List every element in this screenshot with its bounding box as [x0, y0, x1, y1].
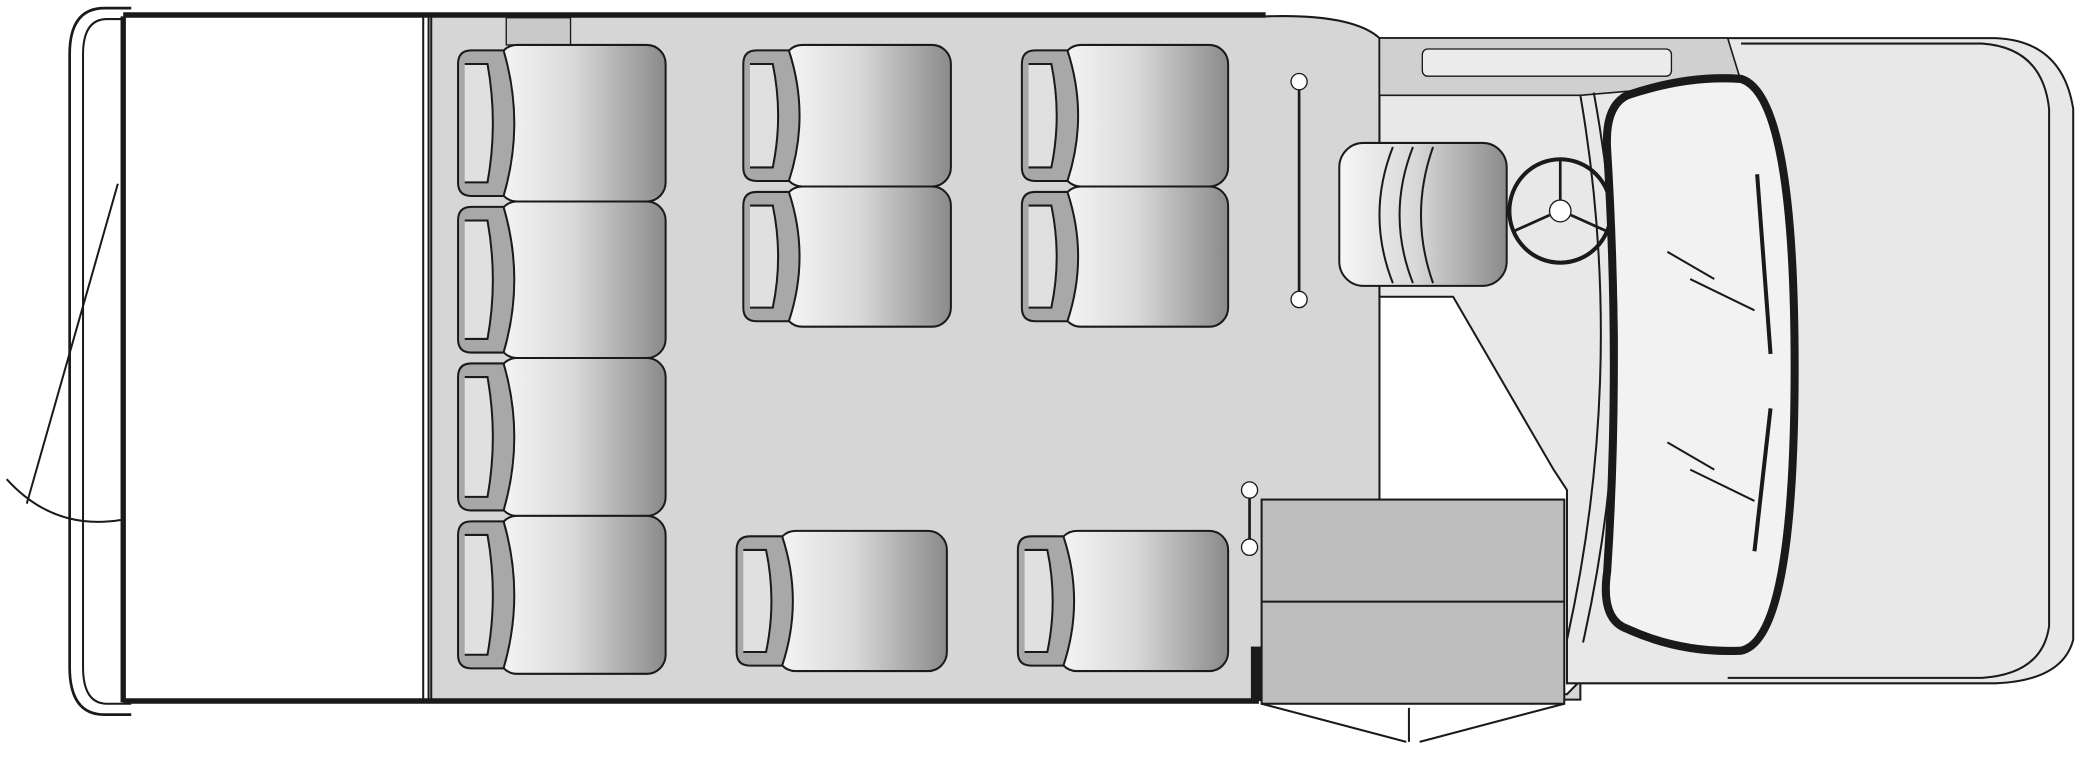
passenger-seat[interactable]: [457, 356, 667, 517]
rear-bumper: [68, 6, 132, 716]
passenger-seat[interactable]: [1016, 529, 1230, 673]
rear-door-arc: [5, 478, 121, 523]
rear-bumper-inner: [82, 18, 132, 705]
glass-reflection-marks: [1666, 250, 1755, 502]
rear-door-swing: [25, 183, 119, 504]
wiper-top: [1755, 174, 1773, 355]
dash-curve-2: [1582, 92, 1618, 643]
passenger-seat[interactable]: [457, 514, 667, 675]
windshield: [1601, 74, 1799, 656]
passenger-seat[interactable]: [1020, 43, 1230, 188]
entry-step: [1250, 498, 1566, 705]
passenger-seat[interactable]: [742, 185, 952, 328]
driver-seat-back: [1378, 146, 1434, 284]
rear-cargo-area: [123, 16, 429, 700]
passenger-seat[interactable]: [735, 529, 948, 673]
wiper-bottom: [1752, 408, 1773, 552]
passenger-seats: [457, 43, 1230, 675]
passenger-seat[interactable]: [1020, 185, 1230, 328]
driver-seat[interactable]: [1338, 141, 1508, 287]
hood: [1727, 42, 2051, 679]
grab-bar-left: [1290, 72, 1308, 309]
dash-vent: [1421, 48, 1673, 77]
entry-door-swing: [1261, 702, 1565, 743]
passenger-seat[interactable]: [742, 43, 952, 188]
grab-bar-door: [1240, 481, 1259, 557]
steering-wheel-icon[interactable]: [1507, 157, 1614, 265]
window-latch: [505, 17, 572, 46]
passenger-seat[interactable]: [457, 200, 667, 360]
passenger-seat[interactable]: [457, 43, 667, 203]
